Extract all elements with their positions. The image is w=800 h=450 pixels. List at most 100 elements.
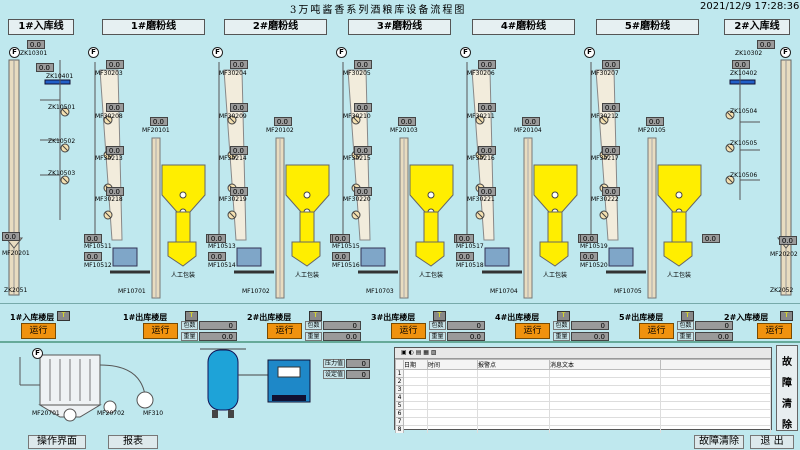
run-button[interactable]: 运行 <box>143 323 178 339</box>
value-readout: 0.0 <box>354 103 372 112</box>
value-readout: 0.0 <box>2 232 20 241</box>
status-row <box>0 303 800 343</box>
value-readout: 0.0 <box>779 236 797 245</box>
table-row[interactable]: 8 <box>395 425 771 434</box>
value-readout: 0.0 <box>456 234 474 243</box>
fault-clear-button[interactable]: 故障清除 <box>694 435 744 449</box>
line-header-5: 4#磨粉线 <box>472 19 575 35</box>
run-button[interactable]: 运行 <box>639 323 674 339</box>
tag-label: MF10512 <box>84 262 112 269</box>
tag-label: MF30205 <box>343 70 371 77</box>
tag-label: MF20102 <box>266 127 294 134</box>
tag-label: ZK2051 <box>4 287 28 294</box>
main-screen-button[interactable]: 操作界面 <box>28 435 86 449</box>
fan-icon[interactable]: F <box>9 47 20 58</box>
tag-label: MF10513 <box>208 243 236 250</box>
run-button[interactable]: 运行 <box>267 323 302 339</box>
value-readout: 0.0 <box>27 40 45 49</box>
table-row[interactable]: 6 <box>395 409 771 418</box>
row-number: 7 <box>395 417 404 426</box>
alarm-toolbar[interactable]: ▣ ◐ ▤ ▦ ▨ <box>395 348 771 359</box>
tag-label: MF30221 <box>467 196 495 203</box>
pack-label: 人工包装 <box>667 272 692 279</box>
value-readout: 0.0 <box>580 252 598 261</box>
pressure-value: 0 <box>346 359 370 368</box>
count-value: 0 <box>323 321 361 330</box>
value-readout: 0.0 <box>208 252 226 261</box>
tag-label: ZK10302 <box>735 50 763 57</box>
value-readout: 0.0 <box>478 60 496 69</box>
value-readout: 0.0 <box>602 187 620 196</box>
top-bar <box>0 0 800 15</box>
report-button[interactable]: 报表 <box>108 435 158 449</box>
run-button[interactable]: 运行 <box>391 323 426 339</box>
tag-label: MF10514 <box>208 262 236 269</box>
table-row[interactable]: 7 <box>395 417 771 426</box>
row-number: 3 <box>395 385 404 394</box>
tag-label: MF10520 <box>580 262 608 269</box>
value-readout: 0.0 <box>332 252 350 261</box>
tag-label: MF30214 <box>219 155 247 162</box>
floor-label: 4#出库楼层 <box>495 313 540 322</box>
value-readout: 0.0 <box>208 234 226 243</box>
table-row[interactable]: 3 <box>395 385 771 394</box>
col-point: 报警点 <box>477 359 550 370</box>
table-row[interactable]: 2 <box>395 377 771 386</box>
fan-icon[interactable]: F <box>88 47 99 58</box>
value-readout: 0.0 <box>478 146 496 155</box>
exit-button[interactable]: 退 出 <box>750 435 794 449</box>
pack-label: 人工包装 <box>543 272 568 279</box>
weight-label: 重量 <box>181 332 198 341</box>
run-button[interactable]: 运行 <box>515 323 550 339</box>
table-row[interactable]: 5 <box>395 401 771 410</box>
count-value: 0 <box>571 321 609 330</box>
tag-label: MF30207 <box>591 70 619 77</box>
alarm-table[interactable]: ▣ ◐ ▤ ▦ ▨ 日期 时间 报警点 消息文本 123456789 <box>394 347 772 442</box>
weight-value: 0.0 <box>447 332 485 341</box>
tag-label: ZK10501 <box>48 104 76 111</box>
floor-label: 2#入库楼层 <box>724 313 769 322</box>
col-date: 日期 <box>403 359 428 370</box>
run-button[interactable]: 运行 <box>757 323 792 339</box>
setpoint-value: 0 <box>346 370 370 379</box>
value-readout: 0.0 <box>36 63 54 72</box>
fan-icon[interactable]: F <box>780 47 791 58</box>
value-readout: 0.0 <box>150 117 168 126</box>
tag-label: ZK2052 <box>770 287 794 294</box>
value-readout: 0.0 <box>106 146 124 155</box>
value-readout: 0.0 <box>580 234 598 243</box>
pack-label: 人工包装 <box>419 272 444 279</box>
auxiliary-equipment <box>19 348 311 422</box>
status-icon: T <box>185 311 198 321</box>
value-readout: 0.0 <box>274 117 292 126</box>
tag-label: MF30204 <box>219 70 247 77</box>
status-icon: T <box>57 311 70 321</box>
value-readout: 0.0 <box>456 252 474 261</box>
tag-label: MF10701 <box>118 288 146 295</box>
run-button[interactable]: 运行 <box>21 323 56 339</box>
fan-icon[interactable]: F <box>460 47 471 58</box>
tag-label: MF10704 <box>490 288 518 295</box>
table-row[interactable]: 4 <box>395 393 771 402</box>
count-label: 包数 <box>429 321 446 330</box>
tag-label: MF20201 <box>2 250 30 257</box>
tag-label: ZK10502 <box>48 138 76 145</box>
fault-clear-vertical-button[interactable]: 故 障 清 除 <box>776 345 798 431</box>
table-row[interactable]: 1 <box>395 369 771 378</box>
process-diagram <box>4 59 796 300</box>
col-message: 消息文本 <box>549 359 661 370</box>
tag-label: MF20105 <box>638 127 666 134</box>
floor-label: 2#出库楼层 <box>247 313 292 322</box>
tag-label: MF30215 <box>343 155 371 162</box>
tag-label: MF30222 <box>591 196 619 203</box>
floor-label: 5#出库楼层 <box>619 313 664 322</box>
value-readout: 0.0 <box>354 187 372 196</box>
line-header-7: 2#入库线 <box>724 19 790 35</box>
fan-icon[interactable]: F <box>32 348 43 359</box>
fan-icon[interactable]: F <box>212 47 223 58</box>
tag-label: MF30219 <box>219 196 247 203</box>
row-number: 1 <box>395 369 404 378</box>
fan-icon[interactable]: F <box>336 47 347 58</box>
fan-icon[interactable]: F <box>584 47 595 58</box>
tag-label: MF20103 <box>390 127 418 134</box>
